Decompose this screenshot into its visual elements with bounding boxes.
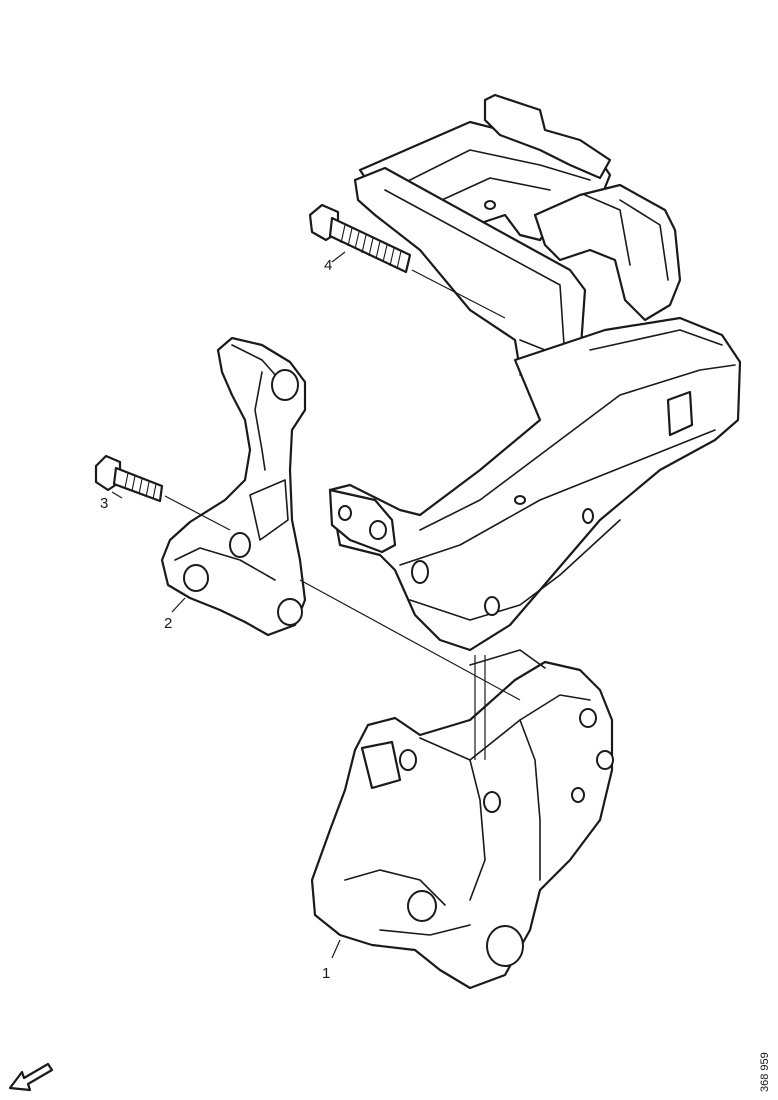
bolt-4	[308, 203, 506, 319]
callout-2: 2	[164, 615, 172, 632]
callout-1: 1	[322, 965, 330, 982]
callout-4: 4	[324, 257, 332, 274]
frame-crossmember	[328, 93, 742, 652]
callout-3: 3	[100, 495, 108, 512]
reference-number: 368 959	[759, 1052, 771, 1092]
engine-mount-1	[299, 579, 614, 990]
direction-arrow-icon	[8, 1062, 54, 1092]
bolt-3	[94, 454, 231, 531]
bracket-2	[160, 336, 307, 637]
